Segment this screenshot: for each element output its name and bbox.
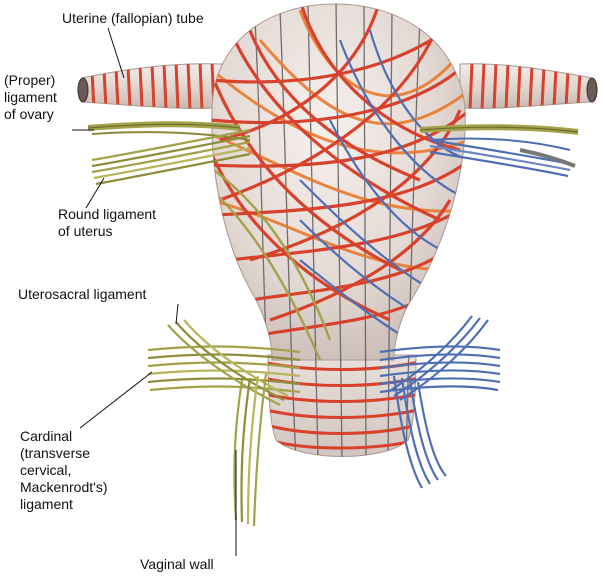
leader-cardinal [80,372,152,428]
label-cardinal-ligament: Cardinal (transverse cervical, Mackenrod… [20,428,107,513]
leader-round-ligament [86,178,104,208]
leader-uterosacral [176,304,178,324]
label-cardinal-line-4: Mackenrodt's) [20,479,107,496]
vaginal-wall-fibers-left [234,374,266,526]
label-cardinal-line-5: ligament [20,496,107,513]
label-ligament-of-ovary: (Proper) ligament of ovary [4,72,57,123]
label-round-ligament-line-1: Round ligament [58,206,156,223]
label-cardinal-line-1: Cardinal [20,428,107,445]
uterine-tube-right [460,62,597,110]
label-uterosacral-ligament: Uterosacral ligament [18,286,146,302]
label-uterine-tube: Uterine (fallopian) tube [62,10,204,26]
uterine-tube-left [78,62,222,110]
label-vaginal-wall: Vaginal wall [140,556,214,572]
label-round-ligament: Round ligament of uterus [58,206,156,240]
label-ligament-of-ovary-line-2: ligament [4,89,57,106]
label-cardinal-line-2: (transverse [20,445,107,462]
label-ligament-of-ovary-line-3: of ovary [4,106,57,123]
label-ligament-of-ovary-line-1: (Proper) [4,72,57,89]
leader-uterine-tube [108,28,124,78]
label-cardinal-line-3: cervical, [20,462,107,479]
label-round-ligament-line-2: of uterus [58,223,156,240]
